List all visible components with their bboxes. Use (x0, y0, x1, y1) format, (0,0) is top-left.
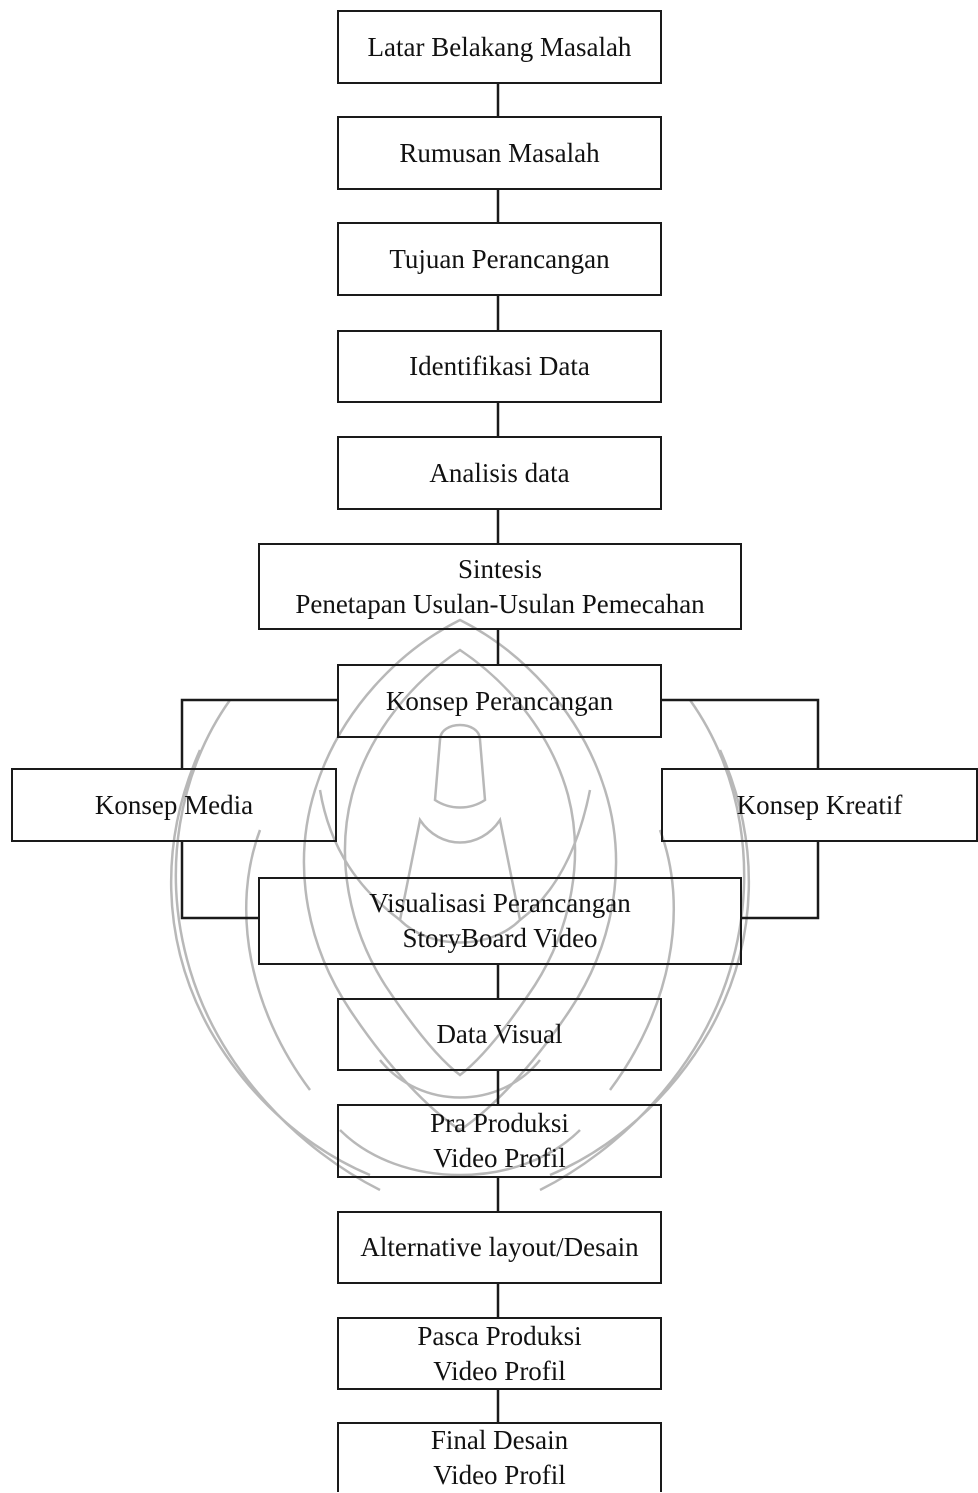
box-label: Rumusan Masalah (399, 137, 600, 168)
final-desain-box: Final Desain Video Profil (337, 1422, 662, 1492)
box-title: Pra Produksi (430, 1108, 569, 1138)
box-title: Final Desain (430, 1425, 569, 1455)
box-subtitle: Video Profil (433, 1460, 566, 1490)
connector-line (180, 842, 258, 920)
konsep-media-box: Konsep Media (11, 768, 337, 842)
konsep-kreatif-box: Konsep Kreatif (661, 768, 978, 842)
box-subtitle: StoryBoard Video (402, 923, 598, 953)
box-label: Identifikasi Data (409, 351, 590, 381)
analisis-data-box: Analisis data (337, 436, 662, 510)
connector-line (661, 698, 820, 768)
tujuan-perancangan-box: Tujuan Perancangan (337, 222, 662, 296)
box-label: Data Visual (436, 1019, 563, 1049)
pasca-produksi-box: Pasca Produksi Video Profil (337, 1317, 662, 1390)
box-title: Visualisasi Perancangan (369, 888, 631, 918)
box-subtitle: Video Profil (433, 1355, 566, 1386)
box-label: Konsep Media (94, 789, 254, 820)
box-label: Latar Belakang Masalah (367, 31, 632, 62)
box-label: Analisis data (429, 457, 570, 488)
data-visual-box: Data Visual (337, 998, 662, 1071)
rumusan-masalah-box: Rumusan Masalah (337, 116, 662, 190)
pra-produksi-box: Pra Produksi Video Profil (337, 1104, 662, 1178)
box-subtitle: Video Profil (433, 1143, 566, 1173)
konsep-perancangan-box: Konsep Perancangan (337, 664, 662, 738)
connector-line (741, 842, 820, 920)
box-label: Alternative layout/Desain (360, 1232, 639, 1262)
latar-belakang-masalah-box: Latar Belakang Masalah (337, 10, 662, 84)
watermark-emblem (169, 618, 751, 1192)
box-subtitle: Penetapan Usulan-Usulan Pemecahan (295, 588, 705, 619)
visualisasi-perancangan-box: Visualisasi Perancangan StoryBoard Video (258, 877, 742, 965)
connector-line (180, 698, 337, 768)
box-title: Sintesis (457, 553, 543, 584)
box-label: Konsep Kreatif (736, 789, 903, 820)
box-label: Tujuan Perancangan (389, 243, 610, 274)
sintesis-box: Sintesis Penetapan Usulan-Usulan Pemecah… (258, 543, 742, 630)
box-title: Pasca Produksi (417, 1320, 582, 1351)
box-label: Konsep Perancangan (385, 685, 614, 716)
alternative-layout-box: Alternative layout/Desain (337, 1211, 662, 1284)
identifikasi-data-box: Identifikasi Data (337, 330, 662, 403)
